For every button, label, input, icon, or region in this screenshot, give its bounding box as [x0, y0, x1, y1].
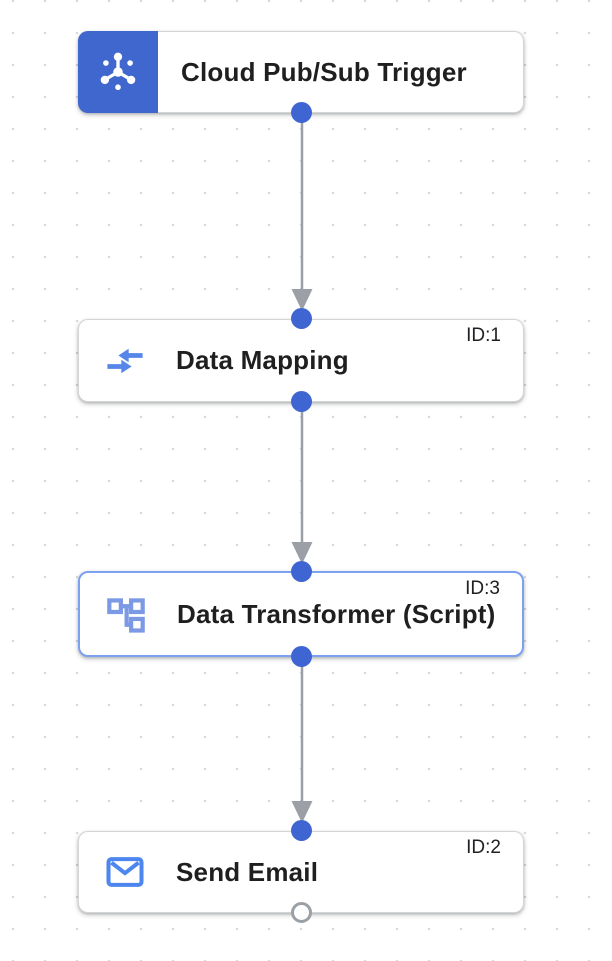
output-port-trigger[interactable] [291, 102, 312, 123]
data-mapping-icon [107, 348, 143, 373]
connector-trigger-to-mapping[interactable] [291, 113, 313, 311]
data-transformer-icon [107, 598, 145, 633]
node-id-badge: ID:1 [466, 325, 501, 346]
output-port-send-email-open[interactable] [291, 902, 312, 923]
output-port-data-mapping[interactable] [291, 391, 312, 412]
node-id-badge: ID:2 [466, 837, 501, 858]
node-title: Data Transformer (Script) [177, 598, 496, 629]
node-title: Send Email [176, 856, 319, 887]
trigger-accent-block [78, 31, 158, 113]
input-port-send-email[interactable] [291, 820, 312, 841]
node-send-email[interactable]: ID:2 Send Email [78, 831, 524, 913]
node-title: Data Mapping [176, 345, 349, 375]
pubsub-icon [100, 52, 136, 91]
node-id-badge: ID:3 [465, 578, 500, 599]
node-data-mapping[interactable]: ID:1 Data Mapping [78, 319, 524, 402]
input-port-data-transformer[interactable] [291, 561, 312, 582]
node-title: Cloud Pub/Sub Trigger [181, 56, 467, 87]
connector-transformer-to-email[interactable] [291, 657, 313, 823]
send-email-icon [106, 857, 144, 887]
node-data-transformer[interactable]: ID:3 Data Transformer (Script) [78, 571, 524, 657]
output-port-data-transformer[interactable] [291, 646, 312, 667]
input-port-data-mapping[interactable] [291, 308, 312, 329]
connector-mapping-to-transformer[interactable] [291, 402, 313, 564]
node-cloud-pubsub-trigger[interactable]: Cloud Pub/Sub Trigger [78, 31, 524, 113]
